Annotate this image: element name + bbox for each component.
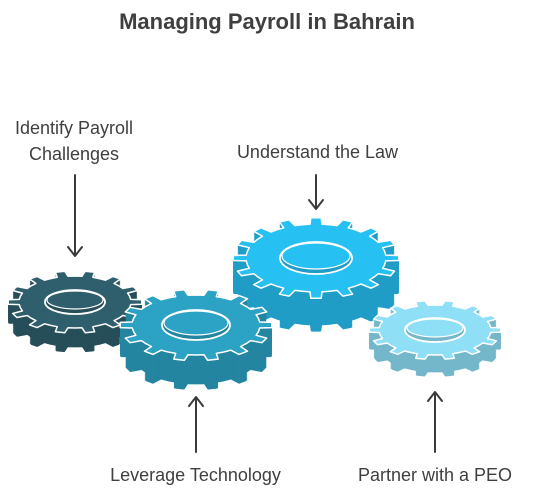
arrow-down-law bbox=[308, 174, 324, 210]
gear-partner-with-a-peo bbox=[368, 300, 502, 378]
arrow-up-technology bbox=[188, 396, 204, 453]
label-leverage-technology: Leverage Technology bbox=[110, 465, 281, 485]
label-partner-with-a-peo: Partner with a PEO bbox=[357, 465, 513, 485]
gear-identify-payroll-challenges bbox=[7, 270, 143, 354]
arrow-down-identify bbox=[67, 174, 83, 257]
gear-leverage-technology bbox=[119, 289, 273, 391]
label-understand-the-law: Understand the Law bbox=[236, 142, 399, 162]
arrow-up-peo bbox=[427, 391, 443, 453]
gear-understand-the-law bbox=[232, 217, 400, 333]
label-identify-payroll-challenges: Identify Payroll Challenges bbox=[14, 118, 134, 164]
diagram-title: Managing Payroll in Bahrain bbox=[119, 9, 415, 34]
